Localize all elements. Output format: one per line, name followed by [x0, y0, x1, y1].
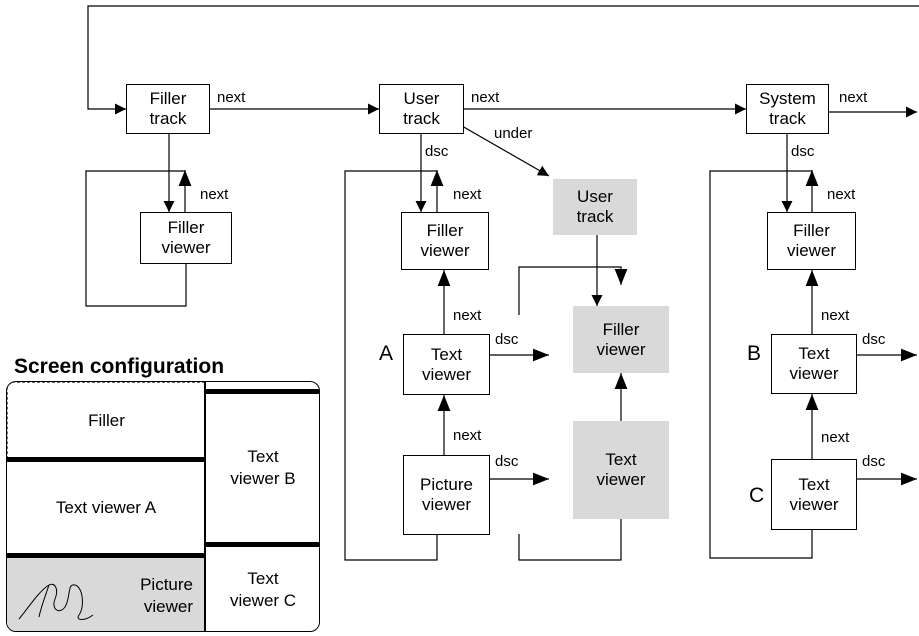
edge-label-dsc-c: dsc [862, 453, 886, 470]
edge-label-under: under [494, 125, 533, 142]
filler-track-line1: Filler [149, 89, 187, 108]
edge-label-next-picture-a: next [453, 427, 482, 444]
picture-scribble-icon [18, 583, 94, 620]
filler-viewer-shaded-line1: Filler [602, 319, 640, 339]
system-track-line2: track [769, 109, 806, 128]
screen-text-viewer-a-label: Text viewer A [55, 498, 157, 517]
system-loop-line [709, 170, 813, 559]
picture-viewer-line1: Picture [420, 475, 473, 494]
picture-viewer-box: Picture viewer [403, 455, 490, 535]
filler-viewer-box-1: Filler viewer [140, 212, 232, 264]
screen-picture-line2: viewer [143, 596, 193, 616]
user-loop-line [344, 170, 438, 561]
user-track-shaded-box: User track [553, 179, 637, 235]
edge-label-dsc-a: dsc [495, 331, 519, 348]
letter-b: B [747, 342, 762, 365]
edge-label-next-filler-loop: next [200, 186, 229, 203]
screen-divider-b-c [205, 542, 319, 547]
edge-label-next-user-filler-viewer: next [453, 186, 482, 203]
text-viewer-b-box: Text viewer [771, 334, 857, 394]
edge-label-next-c-b: next [821, 429, 850, 446]
screen-text-viewer-b-line2: viewer B [230, 469, 296, 488]
screen-configuration-panel: Filler Text viewer A Picture viewer Text… [6, 381, 320, 632]
user-track-shaded-line1: User [577, 187, 613, 206]
shaded-loop-line [518, 266, 628, 315]
screen-divider-a-picture [7, 553, 205, 558]
filler-viewer-shaded-box: Filler viewer [573, 306, 669, 373]
shaded-bottom-loop-line [518, 519, 622, 561]
screen-text-viewer-b-line1: Text [247, 447, 279, 466]
user-track-line2: track [403, 109, 440, 128]
system-track-box: System track [746, 84, 829, 134]
screen-vertical-divider [204, 382, 206, 631]
text-viewer-b-line1: Text [798, 344, 830, 363]
screen-text-viewer-c-region: Text viewer C [205, 547, 319, 631]
edge-label-dsc-user: dsc [425, 143, 449, 160]
filler-viewer-shaded-line2: viewer [596, 339, 646, 359]
screen-filler-label: Filler [88, 411, 125, 430]
filler-viewer-3-line1: Filler [793, 221, 830, 240]
edge-label-next-filler-user: next [217, 89, 246, 106]
text-viewer-shaded-line2: viewer [596, 470, 646, 489]
filler-track-line2: track [149, 109, 187, 128]
filler-viewer-2-line2: viewer [420, 241, 470, 260]
text-viewer-shaded-box: Text viewer [573, 421, 669, 519]
screen-divider-top-b [205, 389, 319, 394]
screen-text-viewer-c-line2: viewer C [229, 591, 297, 610]
edge-label-dsc-system: dsc [791, 143, 815, 160]
text-viewer-b-line2: viewer [789, 364, 839, 383]
edge-label-dsc-b: dsc [862, 331, 886, 348]
filler-viewer-box-3: Filler viewer [767, 212, 856, 270]
screen-picture-line1: Picture [140, 574, 193, 594]
edge-label-next-user-system: next [471, 89, 500, 106]
text-viewer-c-box: Text viewer [771, 459, 857, 530]
screen-divider-filler-a [7, 457, 205, 462]
picture-viewer-line2: viewer [421, 495, 472, 514]
screen-text-viewer-a-region: Text viewer A [7, 462, 205, 554]
screen-configuration-title: Screen configuration [14, 355, 225, 378]
user-track-box: User track [379, 84, 464, 134]
text-viewer-a-line2: viewer [421, 364, 472, 384]
screen-picture-viewer-region: Picture viewer [7, 558, 205, 631]
loop-back-line [87, 5, 919, 115]
letter-c: C [749, 484, 765, 507]
user-track-line1: User [403, 89, 440, 108]
screen-filler-region: Filler [7, 382, 205, 459]
text-viewer-a-box: Text viewer [403, 334, 490, 395]
filler-viewer-1-line1: Filler [167, 218, 205, 237]
edge-label-next-system-filler-viewer: next [827, 186, 856, 203]
edge-label-next-b-filler: next [821, 307, 850, 324]
edge-label-dsc-picture: dsc [495, 453, 519, 470]
filler-viewer-1-line2: viewer [161, 238, 211, 257]
user-track-shaded-line2: track [576, 207, 614, 226]
screen-text-viewer-c-line1: Text [247, 569, 279, 588]
system-track-line1: System [759, 89, 816, 108]
filler-viewer-box-2: Filler viewer [401, 212, 489, 270]
letter-a: A [379, 342, 394, 365]
text-viewer-c-line1: Text [798, 474, 830, 494]
filler-self-loop-line [85, 170, 187, 307]
under-line [461, 125, 550, 177]
edge-label-next-system-out: next [839, 89, 868, 106]
filler-track-box: Filler track [126, 84, 210, 134]
filler-viewer-2-line1: Filler [426, 221, 464, 240]
filler-viewer-3-line2: viewer [786, 241, 837, 260]
text-viewer-c-line2: viewer [789, 494, 839, 514]
edge-label-next-a-filler: next [453, 307, 482, 324]
screen-text-viewer-b-region: Text viewer B [205, 394, 319, 542]
text-viewer-shaded-line1: Text [605, 450, 637, 469]
text-viewer-a-line1: Text [430, 344, 463, 364]
